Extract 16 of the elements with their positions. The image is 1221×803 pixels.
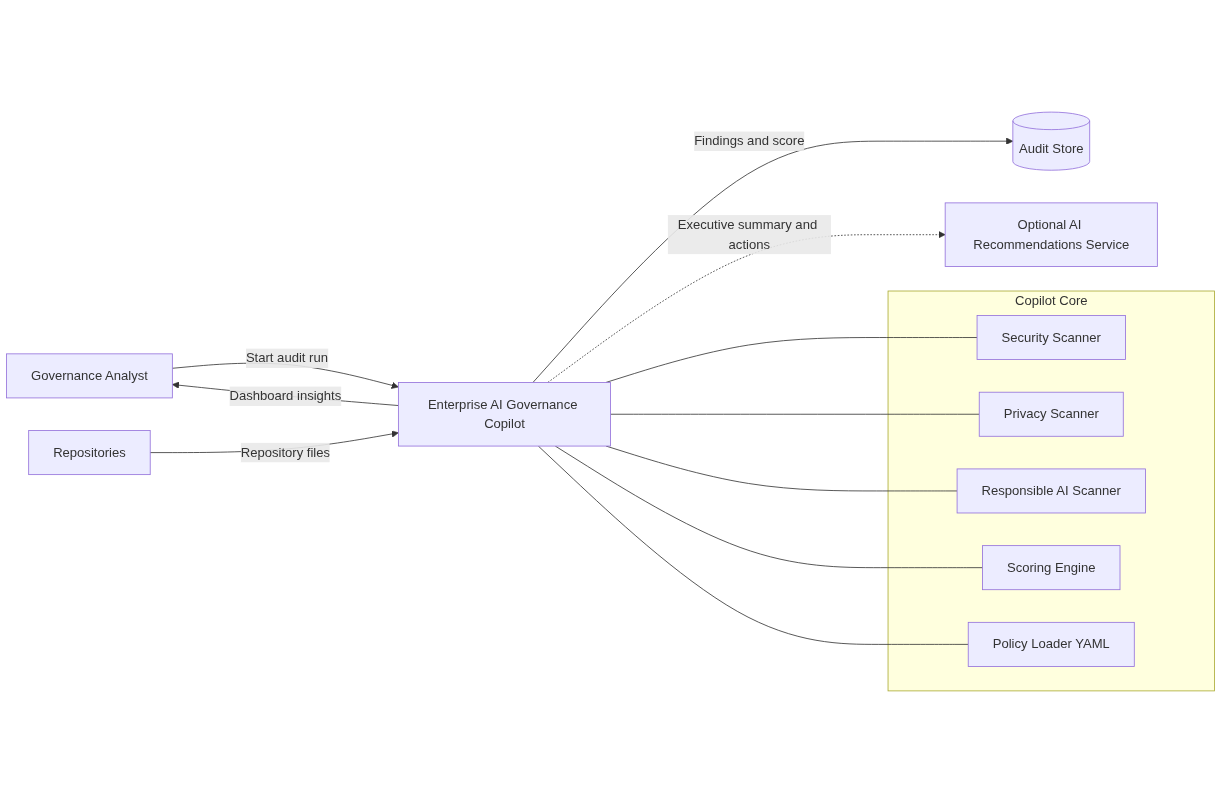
node-box: Privacy Scanner [978,391,1124,437]
node-box: Policy Loader YAML [967,621,1135,667]
edge-label: Dashboard insights [229,388,342,403]
edge-label: Start audit run [245,350,328,365]
edge-label: Executive summary and actions [677,217,818,252]
edge-label: Repository files [240,445,330,460]
node-box: Enterprise AI Governance Copilot [397,382,611,447]
node-box: Repositories [28,430,151,476]
node-box: Scoring Engine [982,545,1121,591]
connector [537,445,969,645]
node-box: Optional AI Recommendations Service [944,202,1158,267]
edge-label: Findings and score [694,133,805,148]
node-box: Governance Analyst [6,353,173,399]
connector [610,413,980,415]
node-box: Responsible AI Scanner [956,468,1146,514]
node-box: Security Scanner [976,315,1126,360]
